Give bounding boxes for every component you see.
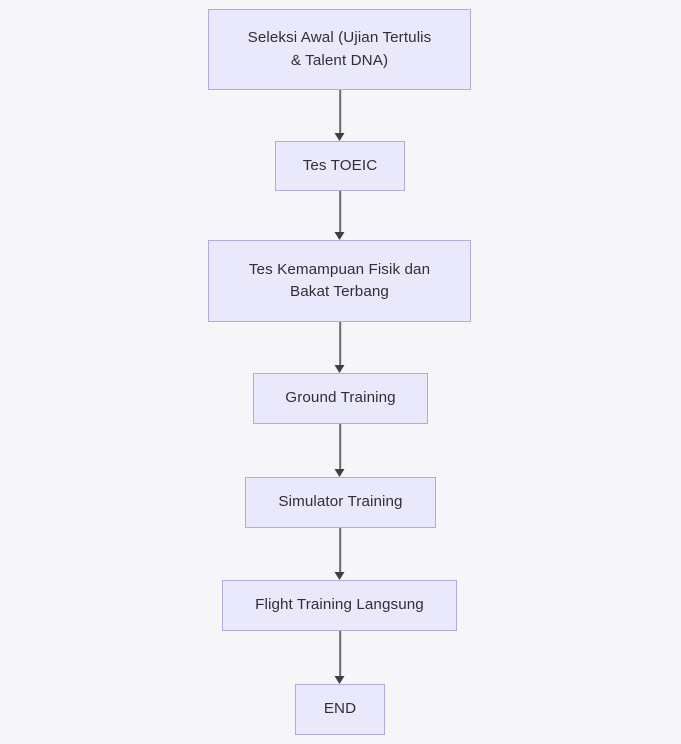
flow-node-label: Seleksi Awal (Ujian Tertulis & Talent DN… xyxy=(247,29,432,69)
flow-node-ground-training[interactable]: Ground Training xyxy=(253,373,428,424)
flow-node-tes-toeic[interactable]: Tes TOEIC xyxy=(275,141,405,191)
flow-node-label: END xyxy=(323,700,357,718)
edge-line xyxy=(339,631,341,676)
arrowhead-down-icon xyxy=(334,232,345,240)
flow-node-simulator-training[interactable]: Simulator Training xyxy=(245,477,436,528)
arrowhead-down-icon xyxy=(334,469,345,477)
flow-node-flight-training[interactable]: Flight Training Langsung xyxy=(222,580,457,631)
flow-node-label: Simulator Training xyxy=(278,493,403,511)
flow-node-label: Tes TOEIC xyxy=(302,156,378,174)
edge-line xyxy=(339,322,341,365)
edge-line xyxy=(339,424,341,469)
arrowhead-down-icon xyxy=(334,365,345,373)
flow-node-label: Ground Training xyxy=(285,389,396,407)
flow-node-seleksi-awal[interactable]: Seleksi Awal (Ujian Tertulis & Talent DN… xyxy=(208,9,471,90)
edge-line xyxy=(339,90,341,133)
flow-node-label: Flight Training Langsung xyxy=(255,596,424,614)
arrowhead-down-icon xyxy=(334,572,345,580)
arrowhead-down-icon xyxy=(334,133,345,141)
edge-line xyxy=(339,191,341,232)
flow-node-tes-fisik[interactable]: Tes Kemampuan Fisik dan Bakat Terbang xyxy=(208,240,471,322)
arrowhead-down-icon xyxy=(334,676,345,684)
flow-node-end[interactable]: END xyxy=(295,684,385,735)
edge-line xyxy=(339,528,341,572)
flow-node-label: Tes Kemampuan Fisik dan Bakat Terbang xyxy=(248,260,431,300)
